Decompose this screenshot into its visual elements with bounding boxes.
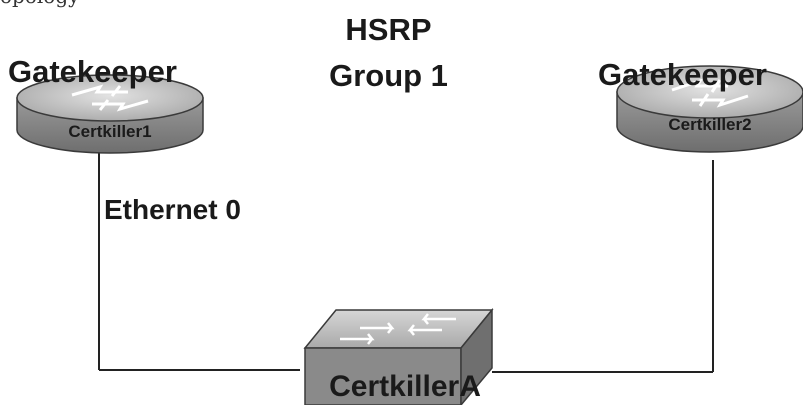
switch-icon [303,307,494,405]
router-icon [16,74,204,154]
network-links [98,150,714,373]
router-2-name: Certkiller2 [668,115,752,134]
hsrp-title: HSRP [345,12,432,47]
switch-name: CertkillerA [329,370,481,403]
router-1-role-label: Gatekeeper [8,54,177,89]
header-cut-text: opology [0,0,79,6]
router-2-role-label: Gatekeeper [598,57,767,92]
router-icon [616,65,803,153]
hsrp-group-label: Group 1 [329,58,448,93]
interface-label: Ethernet 0 [104,194,241,225]
router-1-name: Certkiller1 [68,122,152,141]
